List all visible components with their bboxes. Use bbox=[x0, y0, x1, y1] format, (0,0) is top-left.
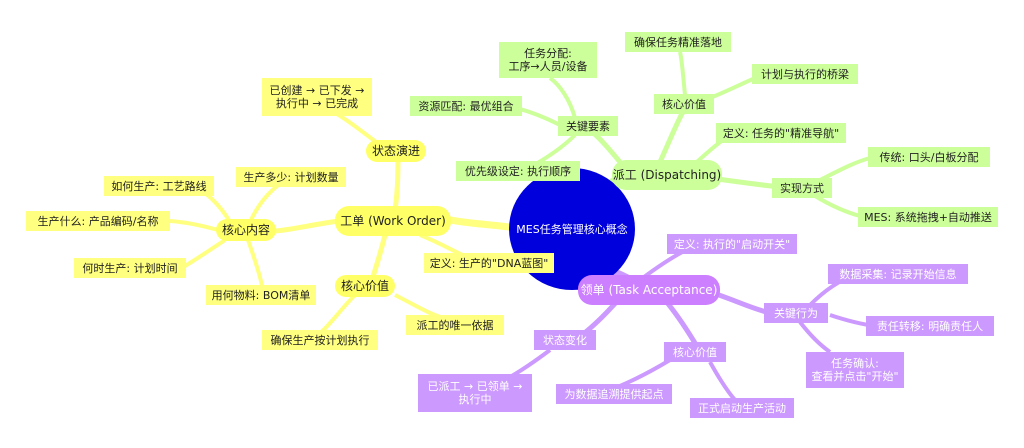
di-assign-line2: 工序→人员/设备 bbox=[508, 60, 588, 73]
ac-collect-node: 数据采集: 记录开始信息 bbox=[828, 264, 968, 284]
wo-status-flow-node: 已创建 → 已下发 → 执行中 → 已完成 bbox=[262, 78, 372, 116]
di-bridge-node: 计划与执行的桥梁 bbox=[752, 64, 858, 84]
ac-start-node: 正式启动生产活动 bbox=[690, 398, 794, 418]
wo-status-node: 状态演进 bbox=[366, 140, 426, 162]
ac-core-value-node: 核心价值 bbox=[664, 342, 726, 362]
edge-value-ensure bbox=[318, 293, 357, 335]
ac-definition-node: 定义: 执行的"启动开关" bbox=[667, 234, 797, 254]
edge-value-ensure-d bbox=[678, 51, 687, 96]
wo-how-many-node: 生产多少: 计划数量 bbox=[236, 167, 346, 187]
ac-transfer-node: 责任转移: 明确责任人 bbox=[866, 316, 994, 336]
wo-material-node: 用何物料: BOM清单 bbox=[206, 285, 316, 305]
work-order-node: 工单 (Work Order) bbox=[335, 206, 451, 236]
acceptance-node: 领单 (Task Acceptance) bbox=[578, 275, 720, 305]
di-priority-node: 优先级设定: 执行顺序 bbox=[456, 161, 580, 181]
edge-core-when bbox=[183, 238, 227, 268]
dispatching-node: 派工 (Dispatching) bbox=[612, 160, 722, 190]
ac-status-flow-line2: 执行中 bbox=[458, 393, 492, 406]
edge-method-trad bbox=[819, 156, 871, 182]
di-assign-line1: 任务分配: bbox=[524, 47, 572, 60]
di-match-node: 资源匹配: 最优组合 bbox=[410, 96, 522, 116]
ac-confirm-line2: 查看并点击"开始" bbox=[811, 370, 899, 383]
edge-core-material bbox=[246, 239, 264, 287]
di-assign-node: 任务分配: 工序→人员/设备 bbox=[499, 42, 597, 78]
edge-center-workorder bbox=[449, 216, 516, 232]
edge-key-confirm bbox=[798, 320, 832, 354]
di-mes-node: MES: 系统拖拽+自动推送 bbox=[858, 207, 998, 227]
wo-definition-node: 定义: 生产的"DNA蓝图" bbox=[424, 253, 554, 273]
wo-status-flow-line2: 执行中 → 已完成 bbox=[275, 97, 359, 110]
di-definition-node: 定义: 任务的"精准导航" bbox=[716, 123, 846, 143]
ac-confirm-line1: 任务确认: bbox=[831, 357, 879, 370]
wo-core-content-node: 核心内容 bbox=[216, 219, 276, 241]
di-core-value-node: 核心价值 bbox=[654, 94, 714, 114]
di-ensure-node: 确保任务精准落地 bbox=[625, 32, 731, 52]
wo-what-node: 生产什么: 产品编码/名称 bbox=[26, 211, 170, 231]
wo-when-node: 何时生产: 计划时间 bbox=[74, 258, 186, 278]
edge-wo-value bbox=[369, 234, 388, 281]
wo-status-flow-line1: 已创建 → 已下发 → bbox=[269, 84, 365, 97]
edge-value-start bbox=[708, 361, 737, 402]
di-key-elements-node: 关键要素 bbox=[558, 116, 618, 136]
ac-trace-node: 为数据追溯提供起点 bbox=[556, 384, 672, 404]
ac-status-change-node: 状态变化 bbox=[534, 330, 596, 350]
ac-confirm-node: 任务确认: 查看并点击"开始" bbox=[806, 352, 904, 388]
edge-core-what bbox=[169, 219, 219, 232]
ac-status-flow-node: 已派工 → 已领单 → 执行中 bbox=[418, 374, 532, 412]
di-traditional-node: 传统: 口头/白板分配 bbox=[868, 147, 990, 167]
di-method-node: 实现方式 bbox=[772, 178, 832, 198]
edge-di-value bbox=[657, 110, 686, 164]
edge-ac-value bbox=[663, 298, 698, 345]
edge-key-assign bbox=[548, 76, 577, 119]
wo-value-basis-node: 派工的唯一依据 bbox=[406, 315, 504, 335]
wo-core-value-node: 核心价值 bbox=[335, 275, 395, 297]
ac-key-actions-node: 关键行为 bbox=[764, 303, 828, 323]
edge-method-mes bbox=[813, 194, 861, 218]
wo-how-node: 如何生产: 工艺路线 bbox=[104, 176, 214, 196]
wo-value-ensure-node: 确保生产按计划执行 bbox=[262, 330, 378, 350]
ac-status-flow-line1: 已派工 → 已领单 → bbox=[427, 380, 523, 393]
